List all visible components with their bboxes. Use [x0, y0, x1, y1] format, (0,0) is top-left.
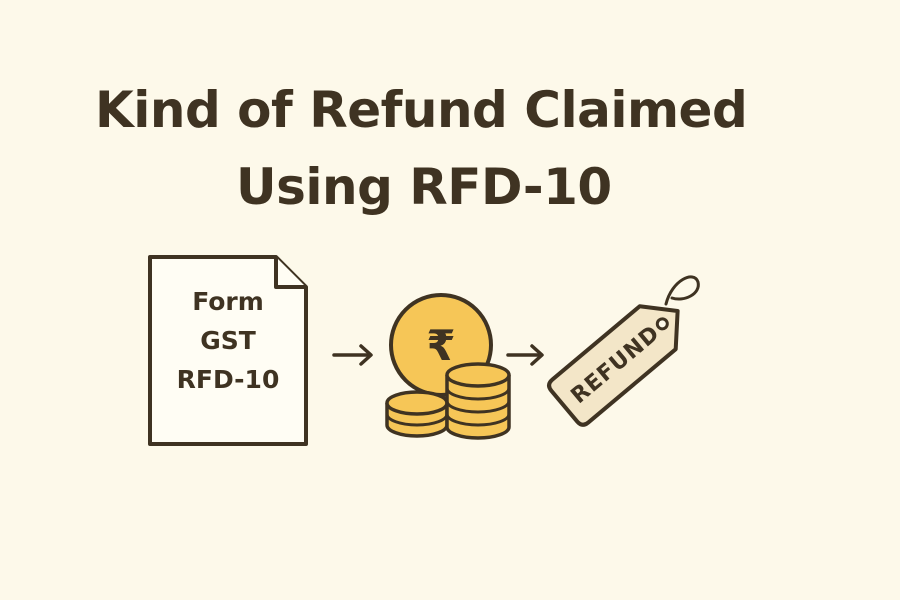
document-line-1: Form: [192, 287, 264, 316]
title-line-1: Kind of Refund Claimed: [95, 81, 748, 139]
arrow-right-icon: [332, 344, 373, 366]
price-tag-icon: REFUND: [547, 275, 700, 427]
rupee-coins-icon: ₹: [385, 293, 511, 440]
document-line-2: GST: [200, 326, 256, 355]
document-line-3: RFD-10: [177, 365, 280, 394]
title-line-2: Using RFD-10: [236, 158, 612, 216]
document-icon: Form GST RFD-10: [148, 255, 308, 446]
rupee-symbol: ₹: [426, 321, 455, 370]
arrow-right-icon: [506, 344, 544, 366]
